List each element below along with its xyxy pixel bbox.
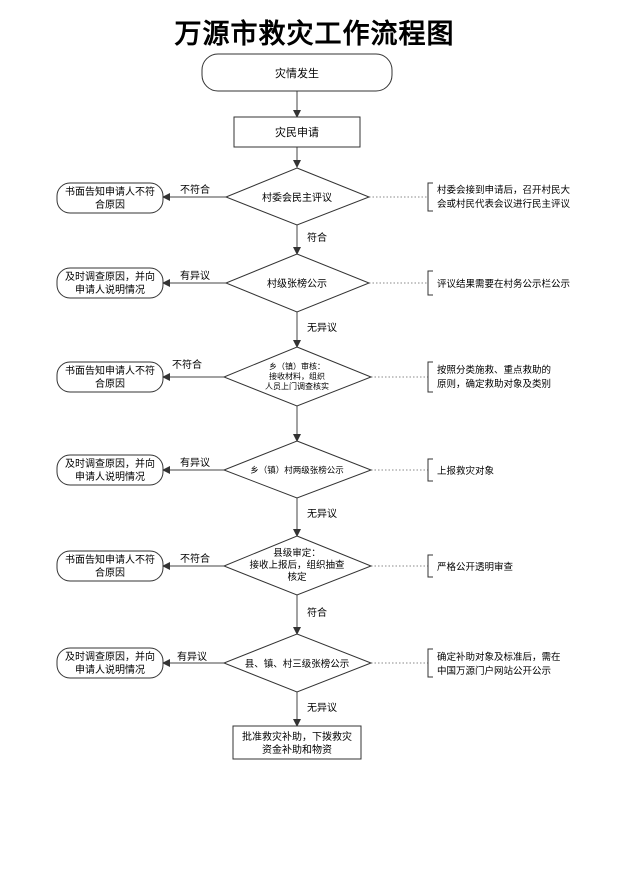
note-6-line2: 中国万源门户网站公开公示 [437,665,551,677]
side-box-2 [56,267,164,299]
decision-county-approval-line3: 核定 [287,571,307,583]
start-label: 灾情发生 [275,66,319,80]
edge-label-left-2: 有异议 [180,269,210,282]
side-box-4-line1: 及时调查原因，并向 [65,457,155,470]
note-3-line1: 按照分类施救、重点救助的 [437,364,551,376]
edge-label-left-3: 不符合 [172,358,202,371]
side-box-1 [56,182,164,214]
apply-process [233,116,361,148]
note-5-line1: 严格公开透明审查 [437,561,514,573]
side-box-5-line2: 合原因 [95,566,125,579]
side-box-6 [56,647,164,679]
side-box-6-line2: 申请人说明情况 [75,663,145,676]
end-label-line2: 资金补助和物资 [262,743,332,756]
side-box-3-line1: 书面告知申请人不符 [65,364,155,377]
edge-label-main-2: 无异议 [307,322,337,334]
note-1-line1: 村委会接到申请后，召开村民大 [437,184,571,196]
decision-two-level-publicity [222,440,373,499]
side-box-5-line1: 书面告知申请人不符 [65,553,155,566]
decision-three-level-publicity-label: 县、镇、村三级张榜公示 [245,658,350,670]
edge-label-left-4: 有异议 [180,456,210,469]
side-box-5 [56,550,164,582]
page-title: 万源市救灾工作流程图 [174,19,455,50]
side-box-4-line2: 申请人说明情况 [75,470,145,483]
note-6-line1: 确定补助对象及标准后，需在 [437,651,561,663]
edge-label-main-3: 无异议 [307,508,337,520]
note-4-line1: 上报救灾对象 [437,465,495,477]
decision-township-audit-line2: 接收材料，组织 [269,371,325,381]
decision-two-level-publicity-label: 乡（镇）村两级张榜公示 [250,465,344,476]
end-label-line1: 批准救灾补助，下拨救灾 [242,730,352,743]
note-3-line2: 原则，确定救助对象及类别 [437,378,551,390]
side-box-6-line1: 及时调查原因，并向 [65,650,155,663]
apply-label: 灾民申请 [275,125,319,139]
decision-village-publicity-label: 村级张榜公示 [267,277,327,290]
decision-village-review [224,167,371,226]
edge-label-main-4: 符合 [307,606,327,619]
decision-three-level-publicity [222,633,373,693]
note-1-line2: 会或村民代表会议进行民主评议 [437,198,571,210]
side-box-3 [56,361,164,393]
side-box-4 [56,454,164,486]
note-2-line1: 评议结果需要在村务公示栏公示 [437,278,570,290]
edge-label-left-6: 有异议 [177,650,207,663]
edge-label-main-5: 无异议 [307,702,337,714]
decision-county-approval [222,535,373,596]
note-brackets [427,182,433,678]
side-box-2-line2: 申请人说明情况 [75,283,145,296]
left-branch-arrows [162,193,226,667]
edge-label-left-1: 不符合 [180,183,210,196]
edge-label-left-5: 不符合 [180,552,210,565]
end-process [232,725,362,760]
side-box-2-line1: 及时调查原因，并向 [65,270,155,283]
decision-township-audit-line1: 乡（镇）审核： [269,361,325,371]
side-box-1-line1: 书面告知申请人不符 [65,185,155,198]
decision-county-approval-line1: 县级审定： [273,547,321,559]
decision-village-publicity [224,253,371,313]
decision-county-approval-line2: 接收上报后，组织抽查 [249,559,345,571]
decision-township-audit-line3: 人员上门调查核实 [265,381,329,391]
side-box-3-line2: 合原因 [95,377,125,390]
edge-label-main-1: 符合 [307,231,327,244]
side-box-1-line2: 合原因 [95,198,125,211]
decision-village-review-label: 村委会民主评议 [262,191,332,204]
note-connectors [369,196,428,664]
start-terminator [201,53,393,92]
decision-township-audit [222,346,373,407]
